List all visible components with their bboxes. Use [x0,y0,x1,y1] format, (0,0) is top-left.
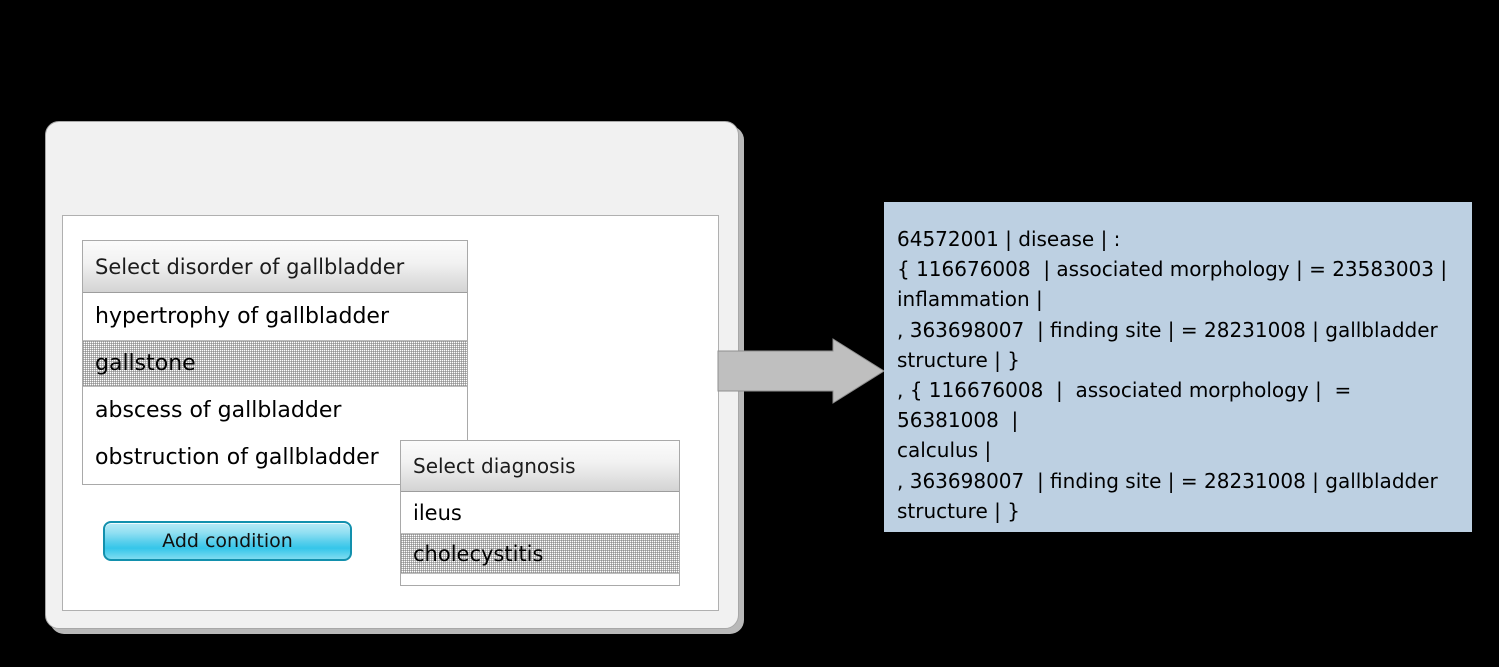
dropdown-diagnosis-item-label: cholecystitis [413,541,544,566]
list-item[interactable]: gallstone [83,340,467,387]
dropdown-diagnosis-item-label: ileus [413,500,462,525]
dropdown-disorder-item-label: abscess of gallbladder [95,398,342,423]
expression-line: inflammation | [897,287,1043,312]
expression-line: 64572001 | disease | : [897,227,1121,251]
expression-line: , 363698007 | finding site | = 28231008 … [897,317,1438,342]
expression-line: , 363698007 | finding site | = 28231008 … [897,468,1438,493]
list-item[interactable]: cholecystitis [401,533,679,574]
dropdown-disorder-item-label: obstruction of gallbladder [95,445,379,470]
expression-line: structure | } [897,498,1020,523]
expression-line: structure | } [897,347,1020,372]
dropdown-diagnosis-header-label: Select diagnosis [413,454,576,478]
dropdown-disorder-item-label: hypertrophy of gallbladder [95,304,390,329]
dropdown-diagnosis-header[interactable]: Select diagnosis [401,441,679,492]
expression-line: { 116676008 | associated morphology | = … [897,257,1448,282]
dropdown-disorder-header[interactable]: Select disorder of gallbladder [83,241,467,293]
dropdown-disorder-header-label: Select disorder of gallbladder [95,254,405,279]
right-arrow-icon [717,338,885,404]
add-condition-button[interactable]: Add condition [103,521,352,561]
list-item[interactable]: ileus [401,492,679,533]
add-condition-button-label: Add condition [162,530,293,552]
expression-line: calculus | [897,438,992,463]
dropdown-disorder-item-label: gallstone [95,351,196,376]
expression-line: , { 116676008 | associated morphology | … [897,378,1358,433]
dropdown-diagnosis[interactable]: Select diagnosis ileus cholecystitis [400,440,680,586]
snomed-expression-panel: 64572001 | disease | : { 116676008 | ass… [884,202,1472,532]
list-item[interactable]: abscess of gallbladder [83,387,467,434]
list-item[interactable]: hypertrophy of gallbladder [83,293,467,340]
